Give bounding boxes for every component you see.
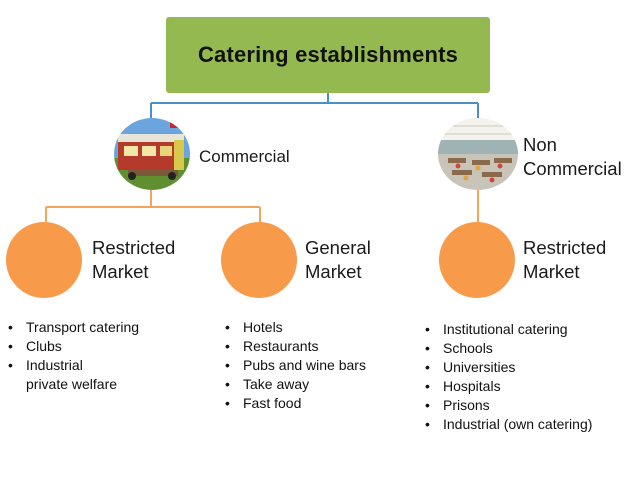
list-item-continuation: private welfare bbox=[26, 376, 118, 392]
noncommercial-restricted-market-circle bbox=[439, 222, 515, 298]
diagram-title: Catering establishments bbox=[197, 42, 459, 67]
title-box: Catering establishments bbox=[166, 17, 490, 93]
list-item: Hospitals bbox=[423, 377, 592, 396]
noncommercial-label-line2: Commercial bbox=[523, 158, 622, 179]
noncommercial-restricted-market-label-line1: Restricted bbox=[523, 237, 607, 258]
noncommercial-restricted-market-label-line2: Market bbox=[523, 261, 580, 282]
general-market-label: General Market bbox=[305, 236, 371, 284]
noncommercial-label: Non Commercial bbox=[523, 133, 622, 181]
list-item: Industrial (own catering) bbox=[423, 415, 592, 434]
list-item: Fast food bbox=[223, 394, 366, 413]
noncommercial-restricted-market-list: Institutional catering Schools Universit… bbox=[423, 320, 592, 434]
noncommercial-restricted-market-label: Restricted Market bbox=[523, 236, 606, 284]
list-item: Hotels bbox=[223, 318, 366, 337]
general-market-list: Hotels Restaurants Pubs and wine bars Ta… bbox=[223, 318, 366, 413]
restricted-market-list: Transport catering Clubs Industrial priv… bbox=[6, 318, 139, 394]
list-item: Industrial bbox=[6, 356, 139, 375]
restricted-market-label-line1: Restricted bbox=[92, 237, 176, 258]
restricted-market-label: Restricted Market bbox=[92, 236, 175, 284]
restricted-market-circle bbox=[6, 222, 82, 298]
general-market-label-line1: General bbox=[305, 237, 371, 258]
general-market-label-line2: Market bbox=[305, 261, 362, 282]
list-item: Transport catering bbox=[6, 318, 139, 337]
list-item: Prisons bbox=[423, 396, 592, 415]
list-item: Institutional catering bbox=[423, 320, 592, 339]
general-market-circle bbox=[221, 222, 297, 298]
commercial-photo bbox=[114, 118, 190, 190]
list-item: Universities bbox=[423, 358, 592, 377]
noncommercial-photo bbox=[438, 118, 518, 190]
restricted-market-label-line2: Market bbox=[92, 261, 149, 282]
list-item: Pubs and wine bars bbox=[223, 356, 366, 375]
commercial-label: Commercial bbox=[199, 147, 290, 166]
noncommercial-label-line1: Non bbox=[523, 134, 557, 155]
list-item: Clubs bbox=[6, 337, 139, 356]
list-item: Schools bbox=[423, 339, 592, 358]
list-item: Take away bbox=[223, 375, 366, 394]
list-item: Restaurants bbox=[223, 337, 366, 356]
